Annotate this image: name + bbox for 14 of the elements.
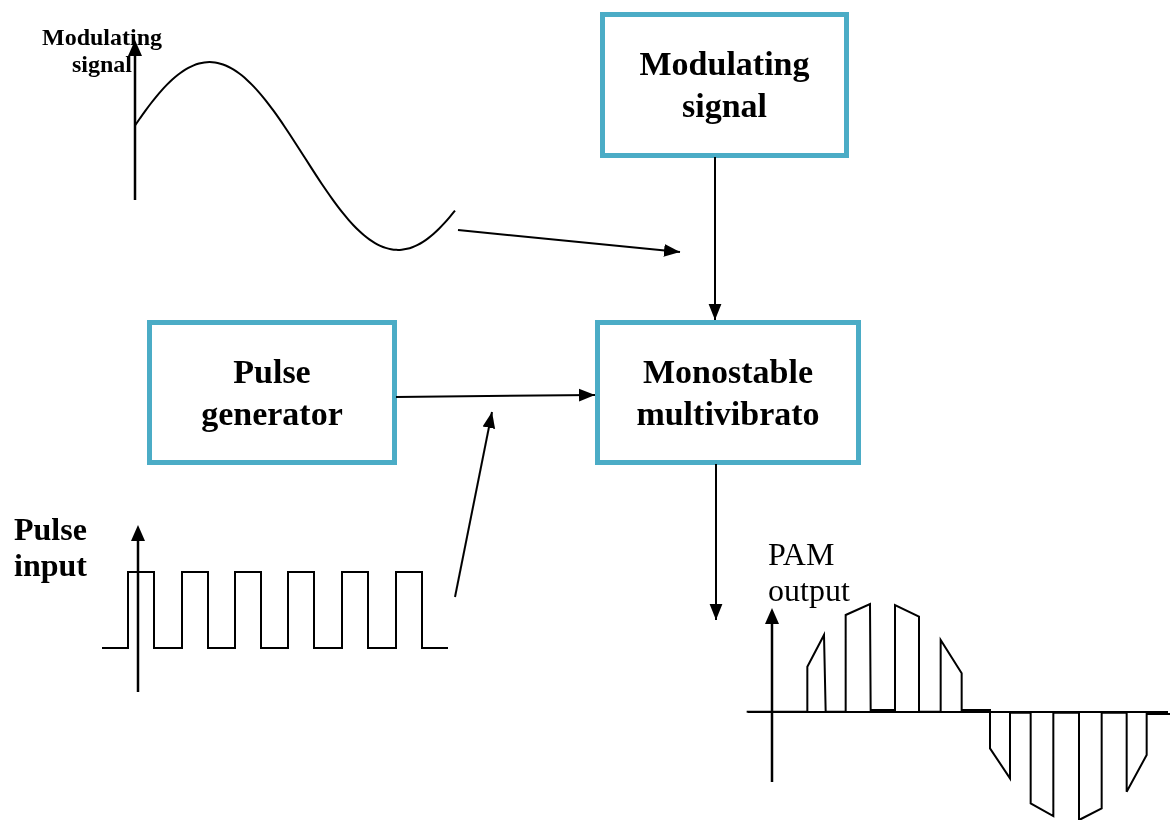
arrow bbox=[457, 229, 681, 257]
waveform-label: PAM output bbox=[768, 537, 851, 609]
process-box bbox=[600, 12, 849, 158]
arrow bbox=[454, 411, 496, 598]
arrow bbox=[709, 463, 723, 621]
waveform-label: Pulse input bbox=[14, 512, 88, 584]
box-label: Pulse generator bbox=[200, 351, 344, 434]
arrow bbox=[708, 156, 722, 321]
box-label: Modulating signal bbox=[638, 44, 811, 126]
process-box bbox=[147, 320, 397, 465]
arrow bbox=[395, 388, 596, 402]
waveform-label: Modulating signal bbox=[41, 24, 163, 78]
box-label: Monostable multivibrato bbox=[635, 351, 821, 434]
process-box bbox=[595, 320, 861, 465]
